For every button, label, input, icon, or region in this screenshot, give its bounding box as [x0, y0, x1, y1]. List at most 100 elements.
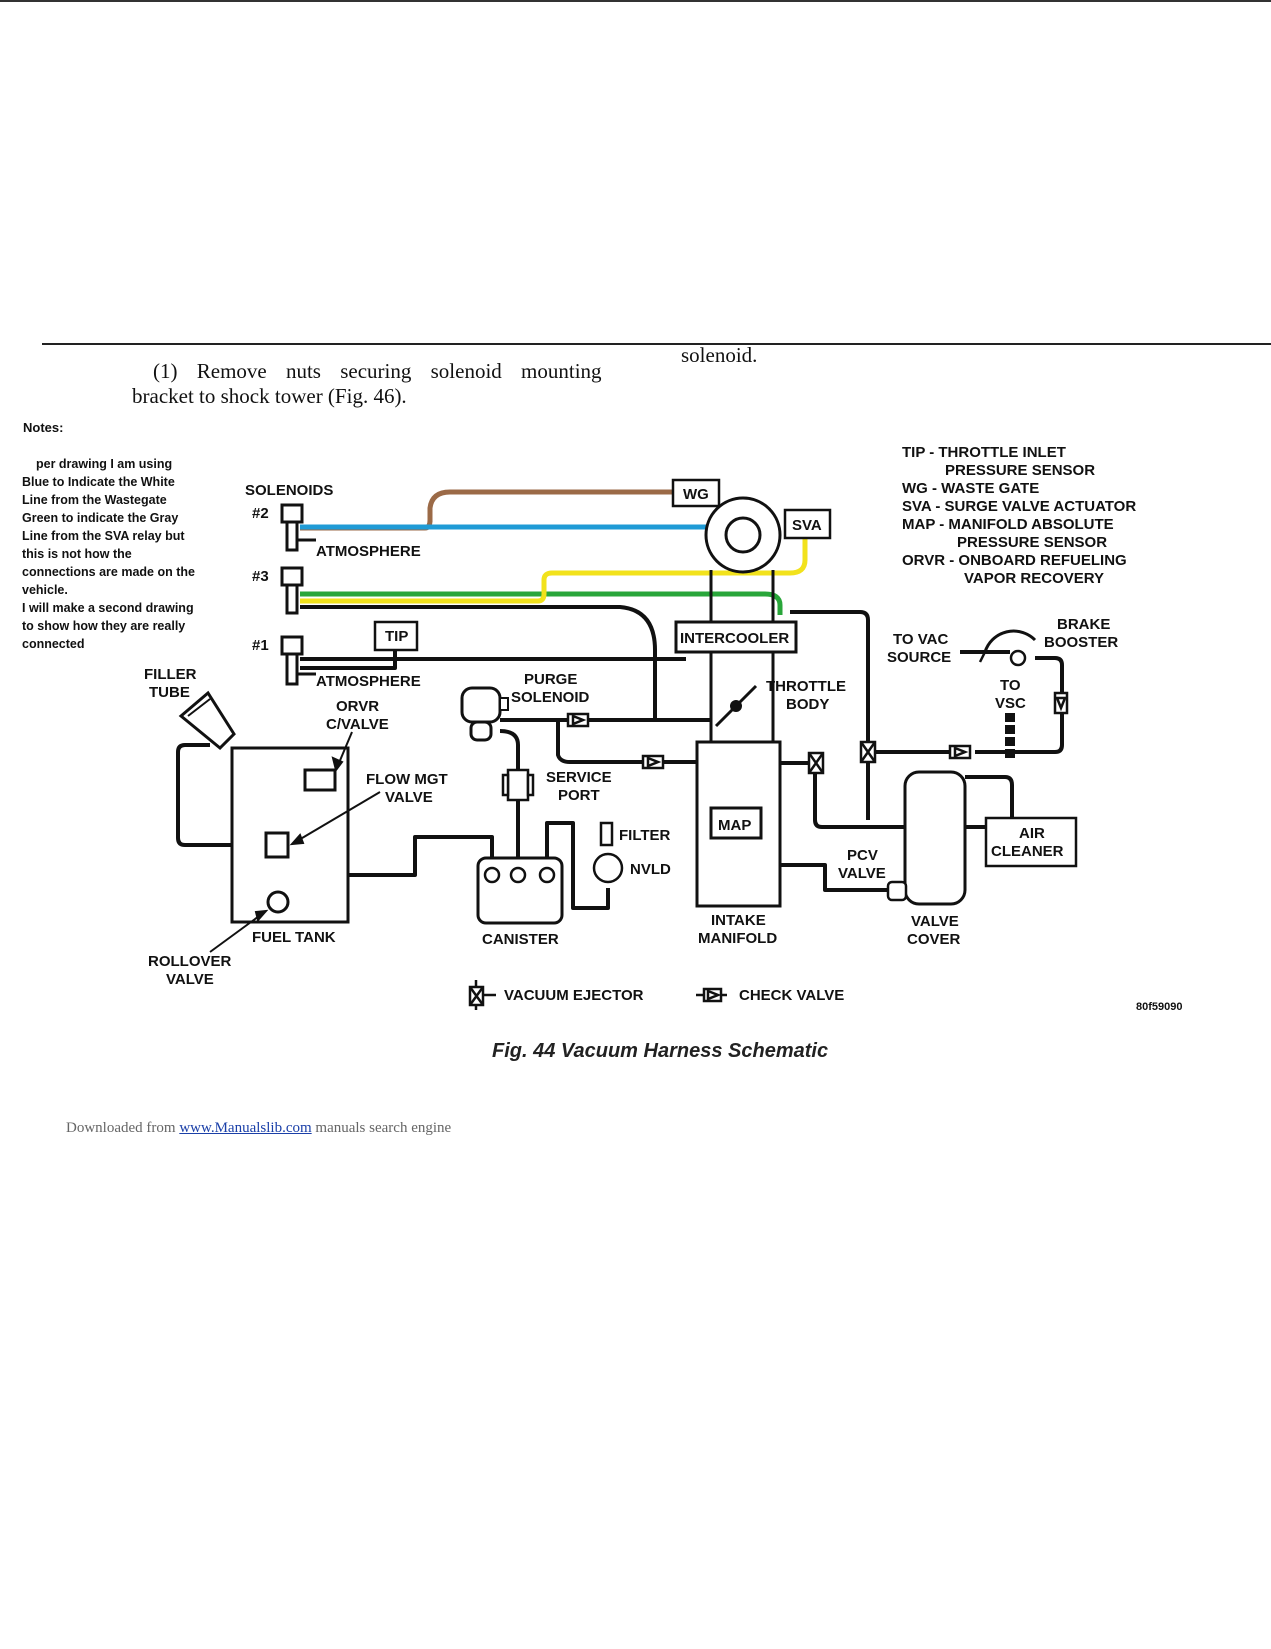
label-pcv-1: PCV	[847, 847, 878, 864]
label-tip: TIP	[385, 628, 408, 645]
label-filler-1: FILLER	[144, 666, 197, 683]
notes-line: Line from the Wastegate	[22, 493, 167, 507]
label-purge-1: PURGE	[524, 671, 577, 688]
label-valve-cover-2: COVER	[907, 931, 961, 948]
check-valve-brake	[948, 744, 972, 760]
vacuum-ejector-symbol	[468, 980, 496, 1010]
label-canister: CANISTER	[482, 931, 559, 948]
flow-mgt-valve	[264, 831, 290, 859]
label-to-vsc-2: VSC	[995, 695, 1026, 712]
rollover-valve-element	[266, 890, 290, 914]
fuel-tank	[178, 690, 350, 924]
horizontal-rule	[42, 343, 1271, 345]
footer-post: manuals search engine	[315, 1120, 452, 1136]
legend-sva: SVA - SURGE VALVE ACTUATOR	[902, 498, 1136, 515]
notes-line: Line from the SVA relay but	[22, 529, 185, 543]
hose-sol3-to-intercooler	[300, 605, 657, 720]
filter-element	[599, 821, 614, 847]
wastegate-brown-line	[427, 489, 673, 522]
label-rollover-2: VALVE	[166, 971, 214, 988]
notes-line: Blue to Indicate the White	[22, 475, 175, 489]
label-nvld: NVLD	[630, 861, 671, 878]
label-flow-2: VALVE	[385, 789, 433, 806]
solenoid-word: solenoid.	[681, 343, 758, 367]
label-throttle-body-2: BODY	[786, 696, 829, 713]
filler-tube	[178, 690, 236, 751]
label-solenoids: SOLENOIDS	[245, 482, 333, 499]
footer-pre: Downloaded from	[66, 1120, 176, 1136]
footer: Downloaded from www.Manualslib.com manua…	[66, 1120, 451, 1137]
label-intake-1: INTAKE	[711, 912, 766, 929]
air-cleaner-box	[984, 816, 1078, 868]
label-intercooler: INTERCOOLER	[680, 630, 789, 647]
diagram-labels: SOLENOIDS #2 #3 #1 ATMOSPHERE ATMOSPHERE…	[144, 482, 1183, 1013]
legend-orvr-line1: ORVR - ONBOARD REFUELING	[902, 552, 1127, 569]
valve-cover	[886, 770, 967, 906]
notes-line: this is not how the	[22, 547, 132, 561]
hose-throttle-right	[790, 610, 870, 820]
label-air-1: AIR	[1019, 825, 1045, 842]
service-port	[501, 768, 535, 802]
label-sol3: #3	[252, 568, 269, 585]
check-valve-vsc	[1053, 691, 1069, 715]
hose-canister-nvld	[545, 821, 610, 910]
purge-solenoid	[460, 686, 509, 742]
label-purge-2: SOLENOID	[511, 689, 590, 706]
notes-title: Notes:	[23, 420, 64, 435]
check-valves	[566, 691, 1069, 770]
label-sol1: #1	[252, 637, 269, 654]
notes-line: connections are made on the	[22, 565, 195, 579]
check-valve-symbol	[696, 987, 727, 1003]
label-service-1: SERVICE	[546, 769, 612, 786]
throttle-plate	[714, 684, 758, 728]
check-valve-service	[641, 754, 665, 770]
notes-line: vehicle.	[22, 583, 68, 597]
hose-purge-down	[499, 729, 520, 770]
hose-valve-cover-air	[965, 775, 1014, 818]
legend-tip-line1: TIP - THROTTLE INLET	[902, 444, 1066, 461]
label-air-2: CLEANER	[991, 843, 1064, 860]
label-brake-1: BRAKE	[1057, 616, 1110, 633]
vsc-hose	[1005, 713, 1015, 758]
label-check-valve: CHECK VALVE	[739, 987, 844, 1004]
nvld-element	[592, 852, 624, 884]
label-rollover-1: ROLLOVER	[148, 953, 232, 970]
label-sva: SVA	[792, 517, 822, 534]
solenoid-2	[280, 503, 316, 552]
orvr-valve	[303, 768, 337, 792]
notes-body: per drawing I am using Blue to Indicate …	[22, 455, 207, 653]
brake-booster	[978, 629, 1037, 667]
top-border-line	[0, 0, 1271, 2]
map-box	[709, 806, 763, 840]
legend-orvr-line2: VAPOR RECOVERY	[964, 570, 1104, 587]
label-map: MAP	[718, 817, 751, 834]
solenoid-1	[280, 635, 316, 686]
label-flow-1: FLOW MGT	[366, 771, 448, 788]
legend-tip-line2: PRESSURE SENSOR	[945, 462, 1095, 479]
label-intake-2: MANIFOLD	[698, 930, 777, 947]
manualslib-link[interactable]: www.Manualslib.com	[179, 1120, 312, 1136]
notes-line: connected	[22, 637, 85, 651]
label-vacuum-ejector: VACUUM EJECTOR	[504, 987, 644, 1004]
notes-line: Green to indicate the Gray	[22, 511, 179, 525]
solenoid-3	[280, 566, 304, 615]
instruction-line-1: (1) Remove nuts securing solenoid mounti…	[153, 359, 602, 383]
notes-line: per drawing I am using	[36, 457, 173, 471]
check-valve-purge	[566, 712, 590, 728]
figure-id: 80f59090	[1136, 1001, 1183, 1013]
vacuum-ejector-1	[807, 751, 825, 775]
label-service-2: PORT	[558, 787, 600, 804]
hose-tank-canister	[285, 835, 494, 877]
label-filter: FILTER	[619, 827, 671, 844]
colored-lines	[300, 489, 808, 615]
label-sol2: #2	[252, 505, 269, 522]
gray-line-green	[300, 591, 783, 615]
label-wg: WG	[683, 486, 709, 503]
label-orvr-1: ORVR	[336, 698, 379, 715]
label-pcv-2: VALVE	[838, 865, 886, 882]
label-vac-source-2: SOURCE	[887, 649, 951, 666]
intake-column	[674, 570, 798, 908]
legend-map-line2: PRESSURE SENSOR	[957, 534, 1107, 551]
figure-caption: Fig. 44 Vacuum Harness Schematic	[492, 1040, 829, 1062]
